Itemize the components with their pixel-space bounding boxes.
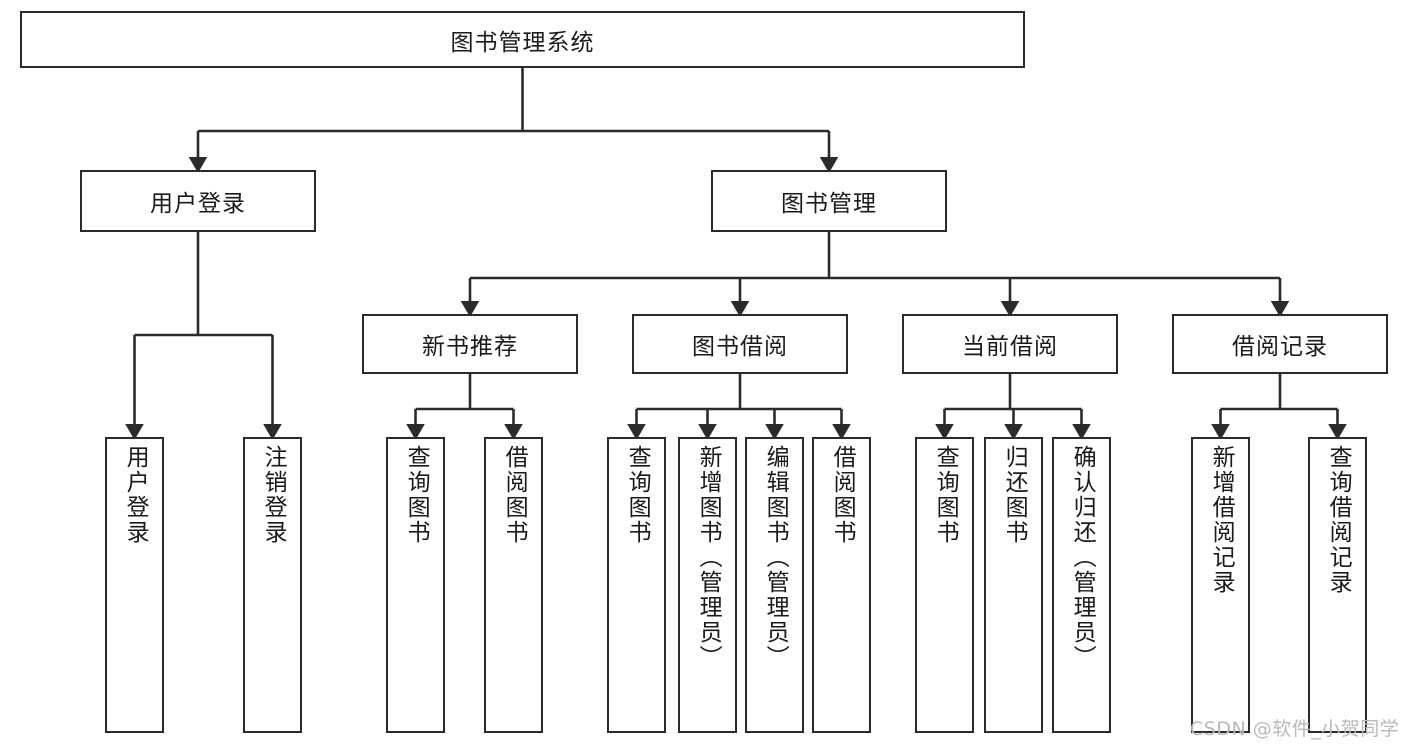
node-current-borrow-label: 当前借阅 [962,334,1058,360]
node-leaf-query-book-borrow-label: 查询图书 [624,445,651,545]
node-leaf-logout-label: 注销登录 [260,445,287,545]
node-leaf-query-book-cur-label: 查询图书 [932,445,959,545]
node-leaf-add-book-label: 新增图书（管理员） [695,445,722,670]
node-leaf-query-record-label: 查询借阅记录 [1325,445,1352,595]
watermark-label: CSDN @软件_小贺同学 [1190,718,1400,740]
node-borrow-record-label: 借阅记录 [1232,334,1328,360]
node-leaf-return-book[interactable]: 归还图书 [984,437,1043,733]
node-root-label: 图书管理系统 [450,29,595,56]
node-leaf-add-book[interactable]: 新增图书（管理员） [678,437,737,733]
node-leaf-logout[interactable]: 注销登录 [243,437,302,733]
node-book-manage-label: 图书管理 [781,191,877,217]
node-leaf-edit-book-label: 编辑图书（管理员） [762,445,789,670]
node-user-login-label: 用户登录 [150,191,246,217]
node-leaf-confirm-return[interactable]: 确认归还（管理员） [1052,437,1111,733]
node-leaf-user-login[interactable]: 用户登录 [105,437,164,733]
node-book-borrow[interactable]: 图书借阅 [632,314,848,374]
node-root[interactable]: 图书管理系统 [20,11,1025,68]
node-book-borrow-label: 图书借阅 [692,334,788,360]
node-user-login[interactable]: 用户登录 [80,170,316,232]
node-leaf-borrow-book-rec-label: 借阅图书 [501,445,528,545]
node-borrow-record[interactable]: 借阅记录 [1172,314,1388,374]
node-leaf-query-book-cur[interactable]: 查询图书 [915,437,974,733]
node-leaf-query-book-rec-label: 查询图书 [403,445,430,545]
node-leaf-add-record[interactable]: 新增借阅记录 [1191,437,1250,733]
node-leaf-edit-book[interactable]: 编辑图书（管理员） [745,437,804,733]
node-leaf-add-record-label: 新增借阅记录 [1208,445,1235,595]
node-leaf-query-book-rec[interactable]: 查询图书 [386,437,445,733]
node-current-borrow[interactable]: 当前借阅 [902,314,1118,374]
node-leaf-borrow-book-rec[interactable]: 借阅图书 [484,437,543,733]
node-leaf-borrow-book[interactable]: 借阅图书 [812,437,871,733]
node-leaf-query-book-borrow[interactable]: 查询图书 [607,437,666,733]
node-new-book-recommend-label: 新书推荐 [422,334,518,360]
node-new-book-recommend[interactable]: 新书推荐 [362,314,578,374]
node-leaf-return-book-label: 归还图书 [1001,445,1028,545]
node-leaf-query-record[interactable]: 查询借阅记录 [1308,437,1367,733]
node-leaf-borrow-book-label: 借阅图书 [829,445,856,545]
node-book-manage[interactable]: 图书管理 [711,170,947,232]
node-leaf-confirm-return-label: 确认归还（管理员） [1069,445,1096,670]
node-leaf-user-login-label: 用户登录 [122,445,149,545]
